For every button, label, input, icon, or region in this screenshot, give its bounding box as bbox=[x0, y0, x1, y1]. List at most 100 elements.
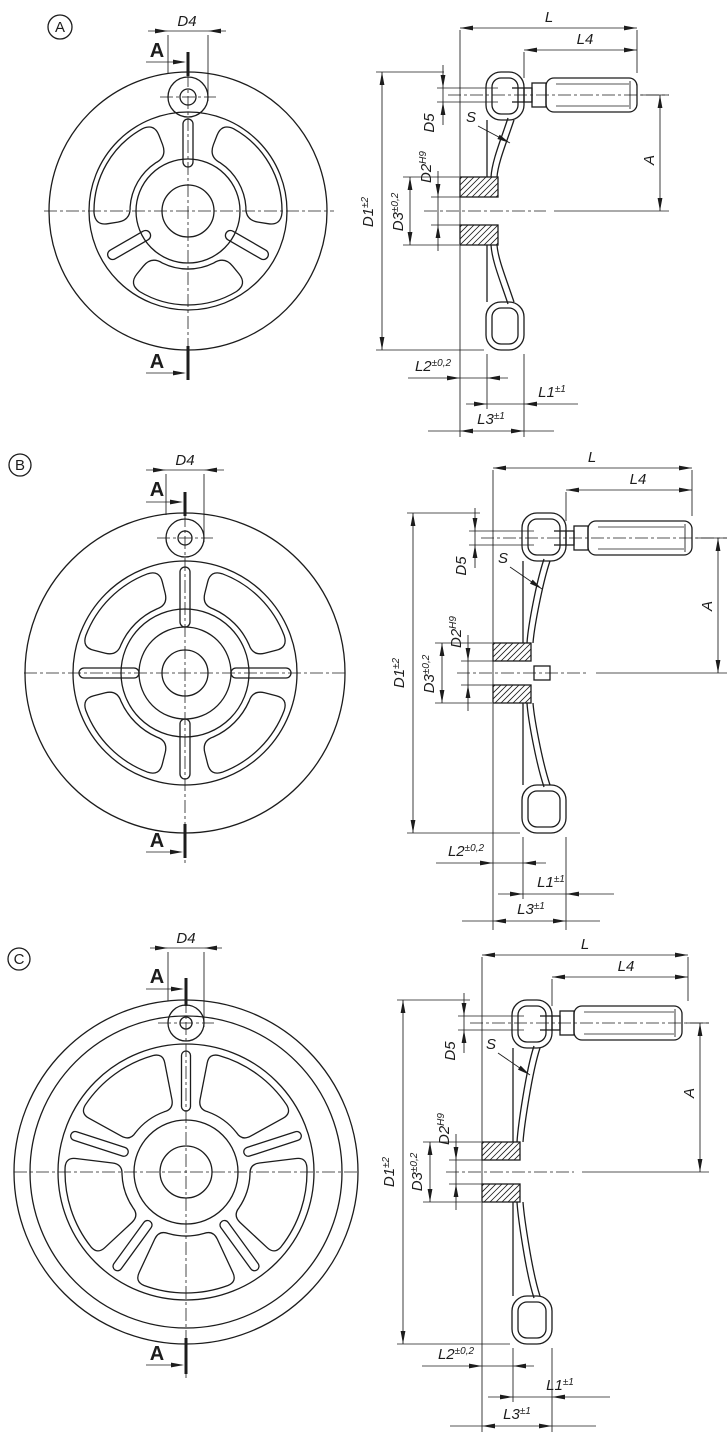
hatch-line bbox=[519, 1201, 520, 1202]
dim-label-l: L bbox=[545, 9, 553, 26]
spoke-slot bbox=[70, 1130, 129, 1157]
dimension-arrowhead bbox=[566, 487, 579, 493]
hub-hatching-top bbox=[460, 171, 528, 199]
spoke-slot bbox=[107, 229, 152, 261]
hatch-line bbox=[518, 690, 531, 703]
spoke-slot bbox=[182, 118, 194, 168]
dimension-arrowhead bbox=[493, 465, 506, 471]
hatch-line bbox=[500, 219, 528, 247]
hatch-line bbox=[524, 1178, 550, 1204]
dimension-arrowhead bbox=[679, 465, 692, 471]
panel-marker-b: B bbox=[15, 457, 25, 474]
web-profile-curve bbox=[526, 702, 545, 788]
dim-label-l1: L1±1 bbox=[537, 874, 565, 891]
drawing-geometry bbox=[7, 14, 727, 1432]
hatch-line bbox=[530, 702, 531, 703]
hatch-line bbox=[469, 679, 495, 705]
dimension-arrowhead bbox=[410, 820, 416, 833]
dim-label-l3: L3±1 bbox=[517, 901, 545, 918]
dim-label-s: S bbox=[466, 109, 476, 126]
hub-circle bbox=[135, 158, 241, 264]
dimension-arrowhead bbox=[474, 401, 487, 407]
dim-label-d1: D1±2 bbox=[391, 657, 408, 688]
wheel-rim-circle bbox=[88, 111, 288, 311]
dim-label-l1: L1±1 bbox=[546, 1377, 574, 1394]
dimension-arrowhead bbox=[469, 1363, 482, 1369]
dim-label-d3: D3±0,2 bbox=[421, 654, 438, 693]
spoke-opening bbox=[64, 1157, 137, 1252]
hatch-line bbox=[477, 225, 498, 245]
spoke-opening bbox=[84, 691, 167, 774]
hatch-line bbox=[535, 637, 561, 663]
rim-section-inner bbox=[491, 307, 519, 345]
dimension-arrowhead bbox=[447, 375, 460, 381]
section-arrow-label-bottom: A bbox=[150, 830, 164, 852]
dimension-arrowhead bbox=[487, 375, 500, 381]
dimension-arrowhead bbox=[524, 47, 537, 53]
section-arrowhead bbox=[171, 986, 184, 992]
dimension-arrowhead bbox=[539, 1423, 552, 1429]
hatch-line bbox=[524, 696, 531, 703]
hatch-line bbox=[513, 1195, 520, 1202]
panel-marker-circle bbox=[47, 14, 73, 40]
dim-label-d5: D5 bbox=[442, 1041, 459, 1061]
web-profile-curve bbox=[490, 117, 509, 178]
panel-marker-a: A bbox=[55, 19, 65, 36]
section-arrowhead bbox=[173, 59, 186, 65]
dimension-arrowhead bbox=[407, 232, 413, 245]
dim-label-d3: D3±0,2 bbox=[409, 1152, 426, 1191]
dimension-arrowhead bbox=[523, 860, 536, 866]
spoke-slot bbox=[179, 718, 191, 780]
dimension-arrowhead bbox=[410, 513, 416, 526]
dimension-arrowhead bbox=[472, 518, 478, 531]
spoke-slot bbox=[179, 566, 191, 628]
section-arrow-label-bottom: A bbox=[150, 1343, 164, 1365]
dimension-arrowhead bbox=[439, 643, 445, 656]
rim-section-inner bbox=[517, 1301, 547, 1339]
hub-circle bbox=[120, 608, 250, 738]
handle-boss-bore bbox=[177, 530, 193, 546]
hatch-line bbox=[483, 1184, 503, 1202]
hub-circle bbox=[161, 184, 215, 238]
dimension-arrowhead bbox=[715, 538, 721, 551]
hatch-line bbox=[494, 643, 514, 661]
spoke-opening bbox=[199, 1054, 290, 1139]
spoke-slot bbox=[78, 667, 140, 679]
web-profile-curve bbox=[516, 1045, 535, 1143]
hatch-line bbox=[482, 1184, 497, 1199]
rim-section-inner bbox=[491, 77, 519, 115]
dimension-arrowhead bbox=[482, 1423, 495, 1429]
dimension-arrowhead bbox=[204, 467, 217, 473]
dim-label-l3: L3±1 bbox=[503, 1406, 531, 1423]
hatch-line bbox=[495, 1184, 515, 1202]
hatch-line bbox=[482, 1142, 497, 1157]
hatch-line bbox=[471, 177, 493, 197]
hub-section-outline bbox=[459, 224, 499, 246]
dim-label-l4: L4 bbox=[630, 471, 647, 488]
s-leader-arrowhead bbox=[529, 579, 542, 589]
dimension-arrowhead bbox=[461, 1003, 467, 1016]
dimension-arrowhead bbox=[155, 945, 168, 951]
dimension-arrowhead bbox=[480, 860, 493, 866]
dim-label-d2: D2H9 bbox=[418, 151, 435, 183]
dimension-arrowhead bbox=[510, 891, 523, 897]
dim-label-l4: L4 bbox=[618, 958, 635, 975]
hub-hatching-bottom bbox=[469, 679, 531, 705]
dim-label-d4: D4 bbox=[175, 452, 194, 469]
hatch-line bbox=[493, 685, 508, 700]
hub-circle bbox=[133, 1119, 239, 1225]
hatch-line bbox=[512, 685, 531, 703]
section-arrowhead bbox=[173, 370, 186, 376]
hatch-line bbox=[500, 171, 528, 199]
wheel-rim-circle bbox=[57, 1043, 315, 1301]
dimension-arrowhead bbox=[379, 337, 385, 350]
hatch-line bbox=[494, 685, 514, 703]
spoke-opening bbox=[84, 572, 167, 655]
hub-hatching-bottom bbox=[482, 1178, 550, 1204]
hatch-line bbox=[483, 182, 498, 197]
dim-label-l2: L2±0,2 bbox=[438, 1346, 475, 1363]
hatch-line bbox=[501, 1184, 520, 1202]
hub-section-outline bbox=[481, 1141, 521, 1161]
hatch-line bbox=[493, 643, 508, 658]
